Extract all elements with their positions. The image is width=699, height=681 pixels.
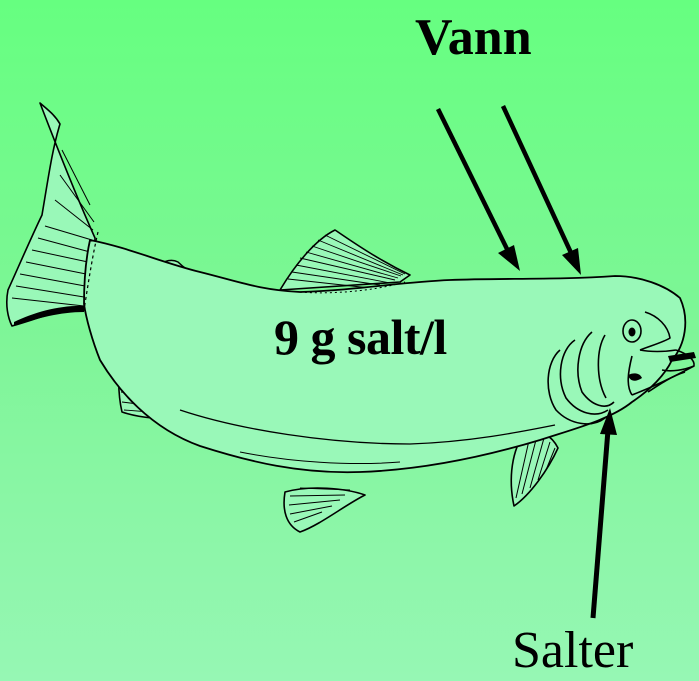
salt-concentration-label: 9 g salt/l (274, 312, 447, 362)
water-arrow-right (503, 106, 572, 255)
water-arrow-left-head (498, 245, 520, 271)
salts-label: Salter (512, 625, 633, 677)
water-label: Vann (415, 12, 532, 64)
pelvic-fin (284, 488, 365, 532)
water-arrows (438, 106, 572, 255)
tail-fin (7, 103, 95, 326)
salts-arrow-line (593, 430, 608, 618)
water-arrow-right-head (562, 248, 581, 275)
eye (623, 320, 641, 342)
dorsal-fin (280, 230, 410, 290)
water-arrow-left (438, 109, 508, 251)
